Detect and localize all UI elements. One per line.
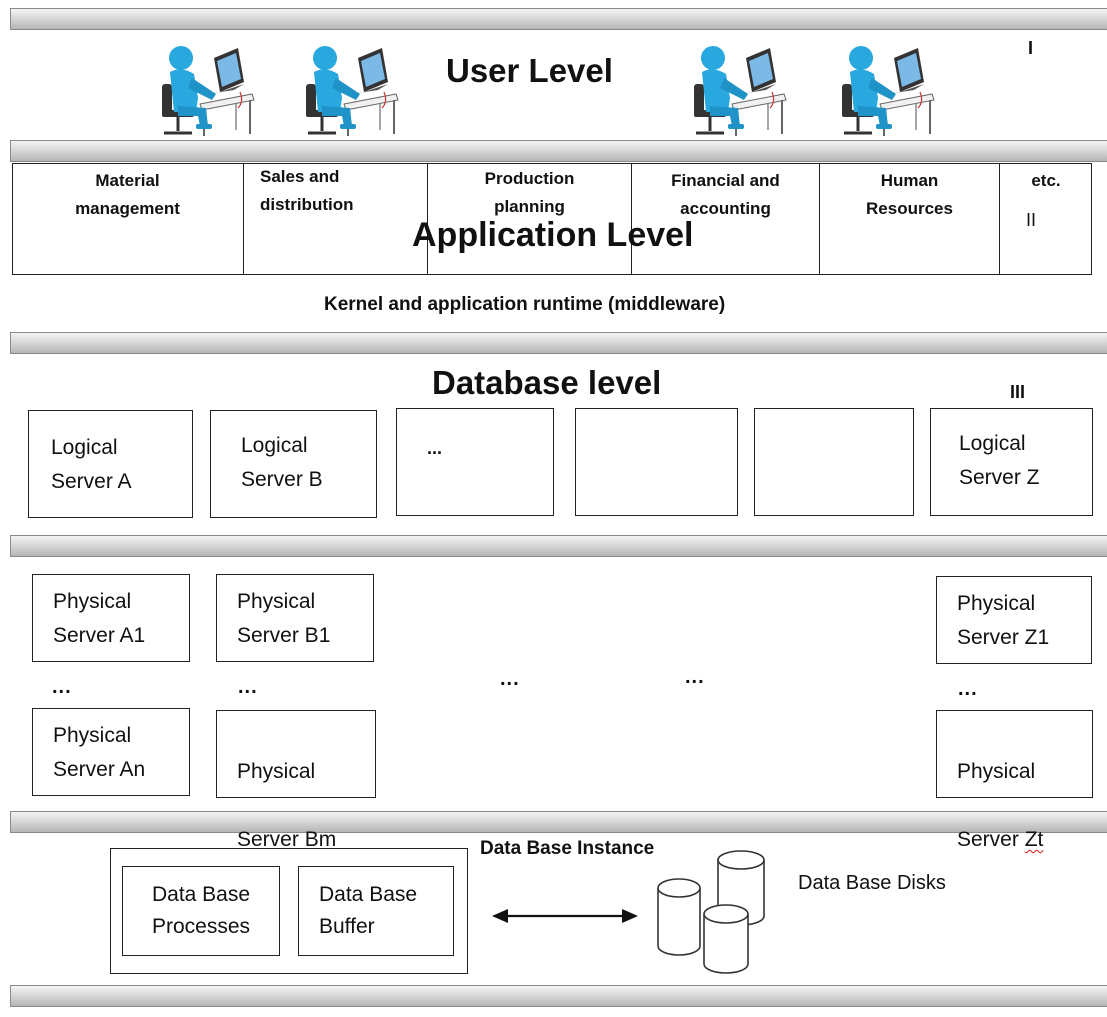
physical-server-an: Physical Server An — [32, 708, 190, 796]
user-person-icon — [160, 44, 256, 138]
instance-title: Data Base Instance — [480, 838, 655, 859]
logical-server-z: Logical Server Z — [930, 408, 1093, 516]
module-financial-accounting: Financial and accounting — [632, 163, 820, 275]
application-level-numeral: II — [1026, 210, 1037, 230]
logical-server-ellipsis: ... — [396, 408, 554, 516]
physical-server-z1: Physical Server Z1 — [936, 576, 1092, 664]
logical-server-empty-2 — [754, 408, 914, 516]
middleware-label: Kernel and application runtime (middlewa… — [324, 294, 726, 315]
database-disks-icon — [657, 850, 765, 974]
ellipsis-a: ... — [52, 676, 72, 698]
logical-level-bottom-bar — [10, 535, 1107, 557]
physical-server-bm: Physical Server Bm — [216, 710, 376, 851]
physical-server-b1: Physical Server B1 — [216, 574, 374, 662]
logical-server-b: Logical Server B — [210, 410, 377, 518]
middleware-bar — [10, 332, 1107, 354]
logical-server-empty-1 — [575, 408, 738, 516]
user-level-top-bar — [10, 8, 1107, 30]
physical-server-bm-line1: Physical — [237, 760, 316, 783]
user-person-icon — [692, 44, 788, 138]
module-production-planning: Production planning — [428, 163, 632, 275]
instance-bottom-bar — [10, 985, 1107, 1007]
physical-server-zt: Physical Server Zt — [936, 710, 1093, 851]
database-disks-label: Data Base Disks — [798, 872, 946, 894]
ellipsis-middle-2: ... — [685, 666, 705, 688]
user-person-icon — [840, 44, 936, 138]
physical-server-zt-line2: Server Zt — [957, 828, 1044, 851]
user-person-icon — [304, 44, 400, 138]
application-modules-table — [12, 163, 1092, 275]
user-level-numeral: I — [1028, 38, 1034, 58]
module-human-resources: Human Resources — [820, 163, 1000, 275]
physical-level-bottom-bar — [10, 811, 1107, 833]
physical-server-bm-line2: Server Bm — [237, 828, 337, 851]
user-level-title: User Level — [446, 52, 613, 89]
db-buffer-box: Data Base Buffer — [298, 866, 454, 956]
module-etc: etc. — [1031, 171, 1061, 190]
application-level-title: Application Level — [412, 216, 694, 254]
physical-server-zt-line1: Physical — [957, 760, 1036, 783]
double-arrow-icon — [492, 909, 638, 923]
module-sales-distribution: Sales and distribution — [244, 163, 428, 275]
db-processes-box: Data Base Processes — [122, 866, 280, 956]
database-level-numeral: III — [1010, 382, 1026, 402]
ellipsis-middle-1: ... — [500, 668, 520, 690]
physical-server-a1: Physical Server A1 — [32, 574, 190, 662]
logical-server-a: Logical Server A — [28, 410, 193, 518]
module-material-management: Material management — [12, 163, 244, 275]
ellipsis-z: ... — [958, 678, 978, 700]
ellipsis-b: ... — [238, 676, 258, 698]
user-level-bottom-bar — [10, 140, 1107, 162]
database-level-title: Database level — [432, 364, 662, 401]
